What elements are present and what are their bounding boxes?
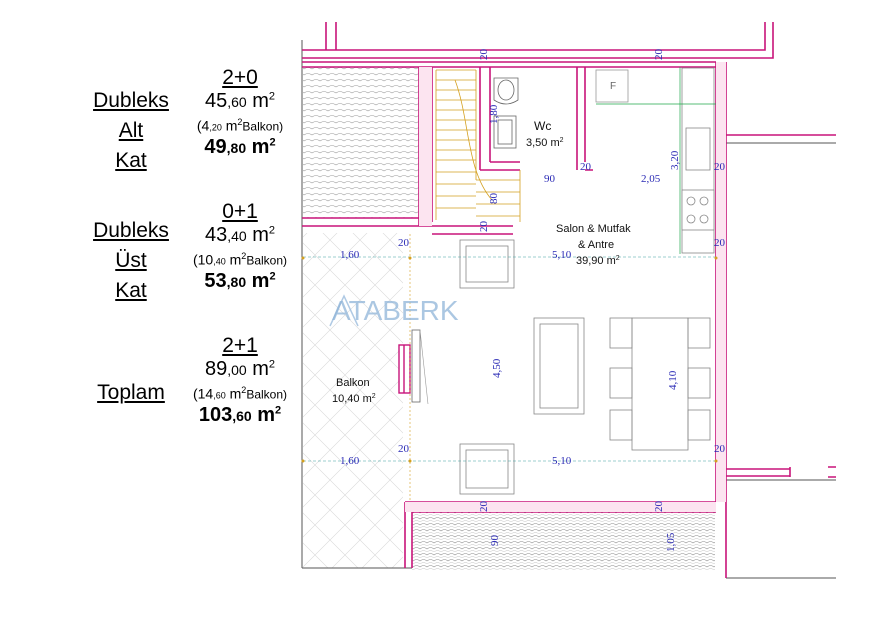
fridge-label: F — [610, 81, 616, 92]
dimension-lines — [303, 256, 716, 462]
staircase — [435, 69, 521, 222]
net-area: 89,00 m2 — [204, 358, 276, 380]
dim-text: 20 — [653, 501, 665, 513]
dim-text: 1,05 — [665, 532, 677, 552]
dim-text: 20 — [478, 501, 490, 513]
dim-text: 20 — [478, 49, 490, 61]
legend-values: 2+1 89,00 m2 (14,60 m2Balkon) 103,60 m2 — [184, 334, 296, 427]
gross-area: 103,60 m2 — [198, 403, 282, 426]
markers — [301, 256, 718, 463]
door-swing — [419, 329, 429, 405]
dim-text: 1,60 — [340, 455, 360, 467]
guides — [596, 67, 716, 254]
dim-text: 3,20 — [669, 150, 681, 170]
dim-text: 80 — [488, 193, 500, 205]
legend-name: Toplam — [97, 381, 165, 404]
wc-area: 3,50 m2 — [526, 137, 564, 149]
salon-name-2: & Antre — [578, 239, 614, 251]
wc-name: Wc — [534, 119, 551, 133]
dim-text: 5,10 — [552, 249, 572, 261]
dim-text: 4,50 — [491, 358, 503, 378]
outer-lines — [301, 40, 836, 579]
dim-text: 20 — [714, 443, 726, 455]
dim-text: 4,10 — [667, 370, 679, 390]
door-frame — [411, 329, 421, 403]
legend-name: Dubleks Alt Kat — [93, 89, 169, 172]
net-area: 45,60 m2 — [204, 90, 276, 112]
kitchen-counter — [681, 67, 715, 254]
watermark-mark — [329, 294, 359, 327]
fridge — [595, 69, 629, 103]
dim-text: 20 — [398, 443, 410, 455]
watermark-logo: ATABERK — [332, 295, 459, 326]
legend-name: Dubleks Üst Kat — [93, 219, 169, 302]
room-count: 2+1 — [222, 334, 258, 357]
dim-text: 20 — [478, 221, 490, 233]
balkon-door — [398, 344, 411, 394]
dim-text: 20 — [398, 237, 410, 249]
dim-text: 20 — [714, 237, 726, 249]
balkon-floor — [303, 233, 403, 568]
balkon-area: (4,20 m2Balkon) — [196, 117, 284, 134]
balkon-area: 10,40 m2 — [332, 393, 376, 405]
bottom-terrace-floor — [412, 512, 715, 570]
gross-area: 49,80 m2 — [204, 135, 276, 158]
balkon-name: Balkon — [336, 377, 370, 389]
wc-fixtures — [493, 77, 519, 149]
balkon-area: (10,40 m2Balkon) — [192, 251, 287, 268]
dimension-texts: 20 20 1,80 80 20 90 20 2,05 3,20 20 20 2… — [340, 49, 726, 553]
room-count: 2+0 — [222, 66, 258, 89]
dim-text: 5,10 — [552, 455, 572, 467]
dim-text: 20 — [580, 161, 592, 173]
net-area: 43,40 m2 — [204, 224, 276, 246]
balkon-area: (14,60 m2Balkon) — [192, 385, 287, 402]
dim-text: 2,05 — [641, 173, 661, 185]
legend-values: 2+0 45,60 m2 (4,20 m2Balkon) 49,80 m2 — [190, 66, 290, 159]
dim-text: 20 — [714, 161, 726, 173]
gross-area: 53,80 m2 — [204, 269, 276, 292]
salon-name: Salon & Mutfak — [556, 223, 631, 235]
legend-values: 0+1 43,40 m2 (10,40 m2Balkon) 53,80 m2 — [186, 200, 294, 293]
living-furniture — [459, 239, 711, 495]
wall-fills — [405, 62, 726, 512]
dim-text: 1,80 — [488, 104, 500, 124]
dim-text: 90 — [544, 173, 556, 185]
salon-area: 39,90 m2 — [576, 255, 620, 267]
lower-terrace-floor — [303, 67, 419, 218]
room-count: 0+1 — [222, 200, 258, 223]
dim-text: 90 — [489, 535, 501, 547]
dim-text: 20 — [653, 49, 665, 61]
dim-text: 1,60 — [340, 249, 360, 261]
